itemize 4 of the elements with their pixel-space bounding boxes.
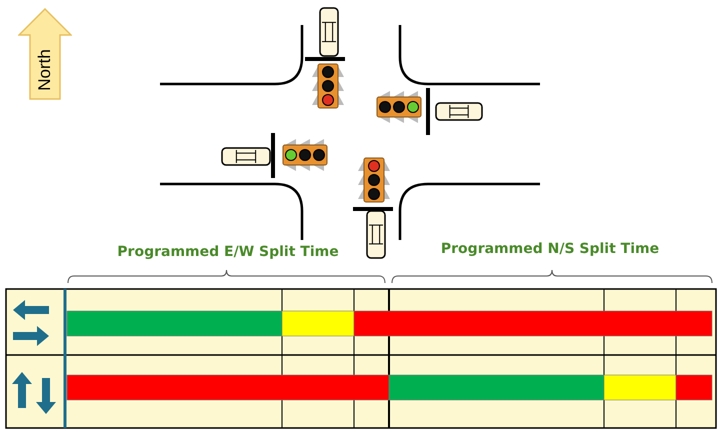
phase-label: Programmed N/S Split Time [440, 241, 660, 257]
direction-label: North [35, 49, 55, 91]
north-arrow-sign [18, 8, 72, 100]
phase-label: Programmed E/W Split Time [117, 244, 339, 260]
